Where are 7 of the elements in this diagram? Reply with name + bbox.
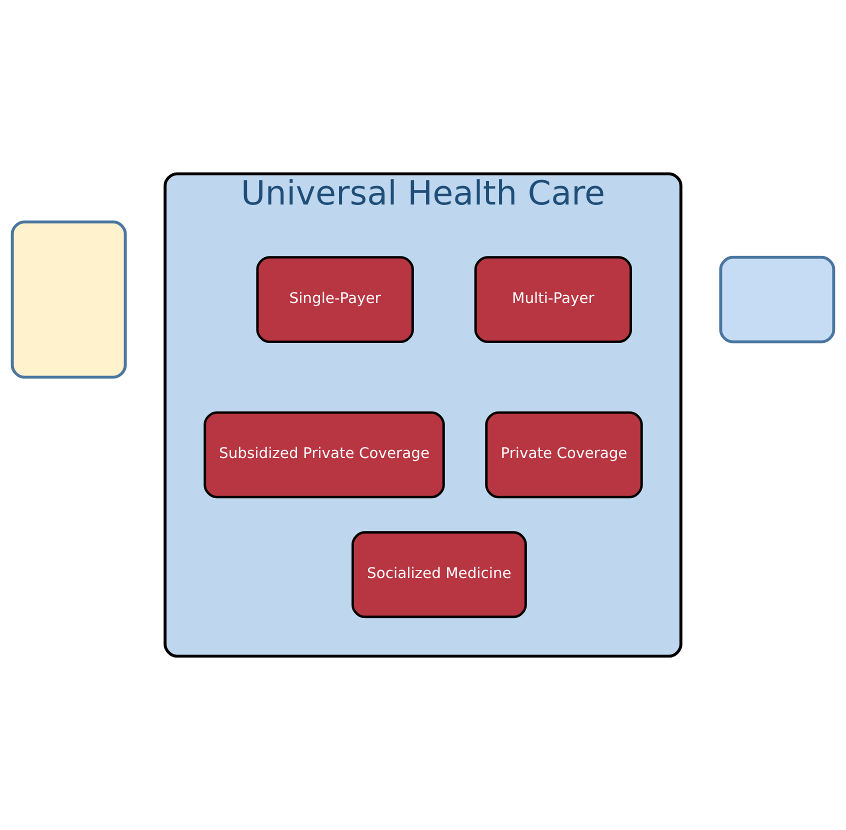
node-box: Socialized Medicine [352, 531, 527, 618]
node-box: Subsidized Private Coverage [204, 411, 445, 498]
node-box: Multi-Payer [474, 256, 632, 344]
node-box: Private Coverage [485, 411, 643, 498]
node-box [719, 256, 836, 344]
node-box: Single-Payer [256, 256, 414, 344]
node-box [10, 220, 127, 379]
